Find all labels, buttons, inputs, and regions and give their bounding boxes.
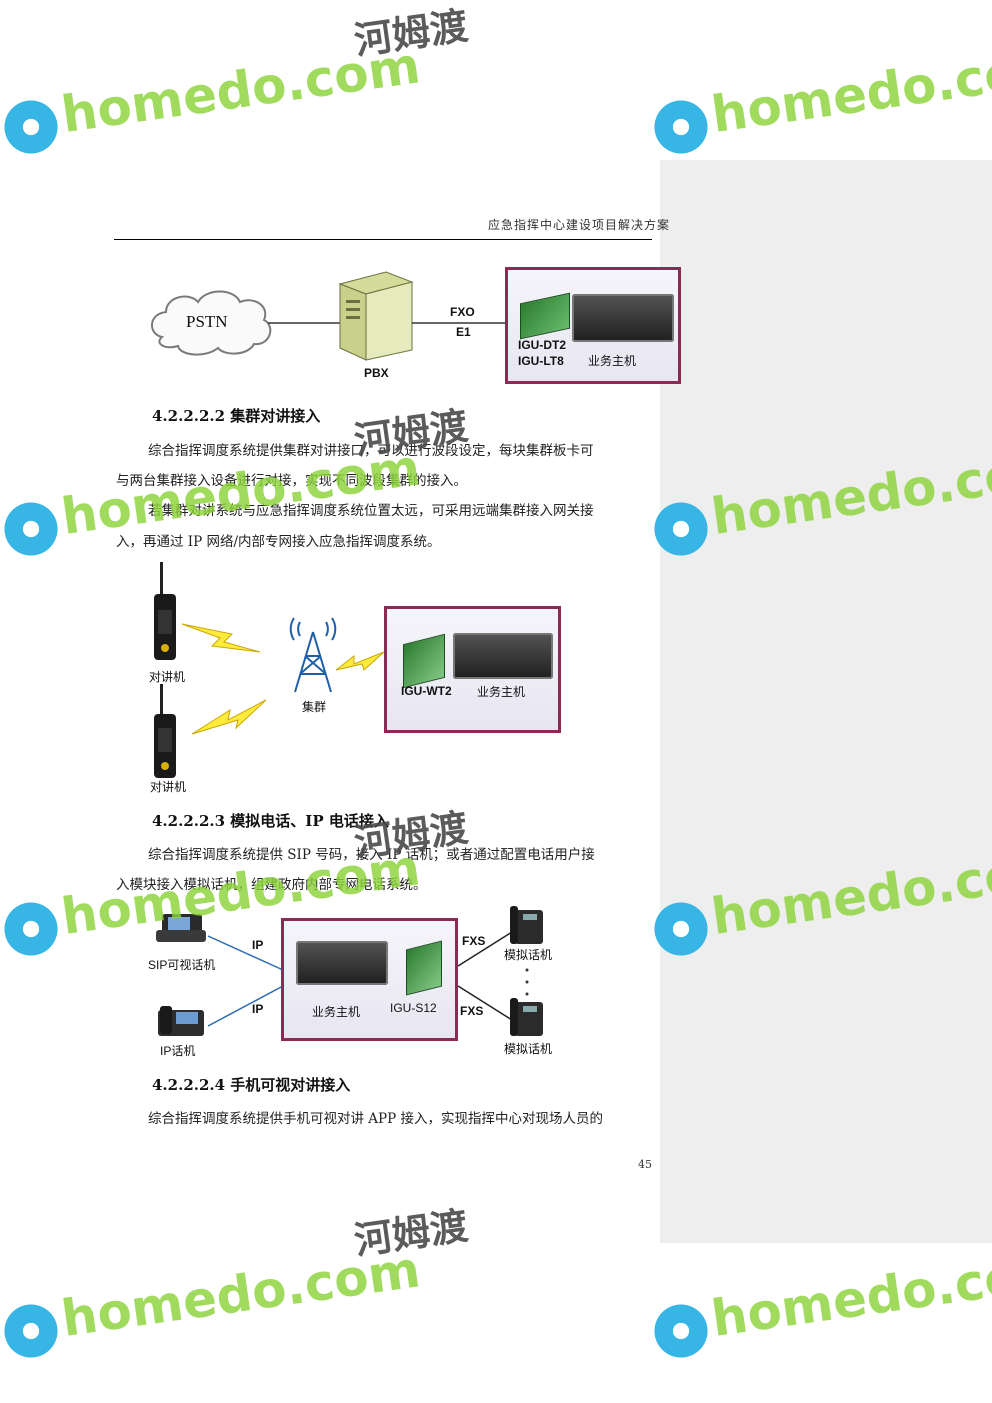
figure-trunk-diagram: 对讲机 对讲机 集群	[140, 560, 390, 795]
watermark-cjk-1: 河姆渡	[351, 3, 471, 64]
analog-phone-icon	[510, 998, 543, 1036]
watermark-cjk-4: 河姆渡	[351, 1203, 471, 1264]
phone-para-line-1: 综合指挥调度系统提供 SIP 号码，接入 IP 话机；或者通过配置电话用户接	[148, 847, 595, 863]
interface-card-icon	[406, 940, 442, 996]
analog-phone-label-bottom: 模拟话机	[504, 1042, 553, 1056]
lightning-bolt-icon	[191, 699, 267, 735]
host-label: 业务主机	[477, 685, 526, 699]
walkie-talkie-icon	[154, 562, 176, 660]
figure-phone-diagram: SIP可视话机 IP话机 IP IP FXS FXS 模拟话机 模拟话机	[140, 902, 570, 1062]
video-phone-icon	[156, 914, 206, 942]
radio-label-top: 对讲机	[149, 670, 186, 684]
host-chassis-icon	[453, 633, 553, 679]
watermark-text: homedo.com	[707, 36, 992, 144]
section-heading-trunk: 4.2.2.2.2 集群对讲接入	[152, 407, 321, 425]
host-label: 业务主机	[588, 354, 637, 368]
fxo-label: FXO	[450, 305, 475, 319]
card-label-dt2: IGU-DT2	[518, 338, 566, 352]
gateway-box-2: IGU-WT2 业务主机	[384, 606, 561, 733]
host-chassis-icon	[296, 941, 388, 985]
ip-phone-icon	[158, 1006, 204, 1036]
watermark-text: homedo.com	[57, 1240, 424, 1348]
pbx-server-icon	[338, 271, 414, 361]
pbx-label: PBX	[364, 366, 389, 380]
card-label-wt2: IGU-WT2	[401, 684, 452, 698]
phone-para-line-2: 入模块接入模拟话机，组建政府内部专网电话系统。	[116, 877, 427, 893]
flower-logo-icon	[0, 898, 62, 960]
ip-link-label-bottom: IP	[252, 1002, 264, 1016]
radio-tower-icon	[289, 617, 337, 693]
trunk-para-2-line-2: 入，再通过 IP 网络/内部专网接入应急指挥调度系统。	[116, 534, 441, 550]
phone-diagram-lines	[156, 906, 543, 1036]
watermark-text: homedo.com	[707, 1240, 992, 1348]
trunk-para-1-line-1: 综合指挥调度系统提供集群对讲接口，可以进行波段设定，每块集群板卡可	[148, 443, 594, 459]
walkie-talkie-icon	[154, 684, 176, 778]
side-panel	[660, 160, 992, 1243]
tower-label: 集群	[302, 700, 327, 714]
continuation-dots	[525, 968, 529, 996]
flower-logo-icon	[0, 96, 62, 158]
ip-phone-label: IP话机	[160, 1044, 196, 1058]
figure-pbx-diagram: PSTN PBX FXO E1	[140, 262, 685, 390]
pbx-diagram-lines	[151, 271, 505, 361]
host-label: 业务主机	[312, 1005, 361, 1019]
analog-phone-icon	[510, 906, 543, 944]
flower-logo-icon	[650, 1300, 712, 1362]
radio-label-bottom: 对讲机	[150, 780, 187, 794]
mobile-para-line-1: 综合指挥调度系统提供手机可视对讲 APP 接入，实现指挥中心对现场人员的	[148, 1111, 603, 1127]
fxs-label-top: FXS	[462, 934, 486, 948]
header-rule	[114, 239, 652, 240]
fxs-label-bottom: FXS	[460, 1004, 484, 1018]
section-heading-phone: 4.2.2.2.3 模拟电话、IP 电话接入	[152, 812, 389, 830]
lightning-bolt-icon	[335, 651, 385, 671]
host-chassis-icon	[572, 294, 674, 342]
card-label-lt8: IGU-LT8	[518, 354, 564, 368]
sip-phone-label: SIP可视话机	[148, 958, 216, 972]
e1-label: E1	[456, 325, 471, 339]
pstn-label: PSTN	[186, 312, 228, 331]
interface-card-icon	[520, 292, 570, 340]
trunk-para-2-line-1: 若集群对讲系统与应急指挥调度系统位置太远，可采用远端集群接入网关接	[148, 503, 594, 519]
section-heading-mobile: 4.2.2.2.4 手机可视对讲接入	[152, 1076, 351, 1094]
watermark-text: homedo.com	[57, 36, 424, 144]
flower-logo-icon	[650, 96, 712, 158]
trunk-diagram-graphics	[154, 562, 385, 778]
lightning-bolt-icon	[181, 623, 261, 653]
trunk-para-1-line-2: 与两台集群接入设备进行对接，实现不同波段集群的接入。	[116, 473, 467, 489]
interface-card-icon	[403, 633, 445, 689]
gateway-box-3: 业务主机 IGU-S12	[281, 918, 458, 1041]
card-label-s12: IGU-S12	[390, 1001, 437, 1015]
flower-logo-icon	[0, 1300, 62, 1362]
page-number: 45	[638, 1158, 652, 1171]
flower-logo-icon	[0, 498, 62, 560]
running-header: 应急指挥中心建设项目解决方案	[488, 218, 671, 232]
gateway-box-1: IGU-DT2 IGU-LT8 业务主机	[505, 267, 681, 384]
analog-phone-label-top: 模拟话机	[504, 948, 553, 962]
ip-link-label-top: IP	[252, 938, 264, 952]
pstn-cloud-icon	[151, 290, 272, 356]
